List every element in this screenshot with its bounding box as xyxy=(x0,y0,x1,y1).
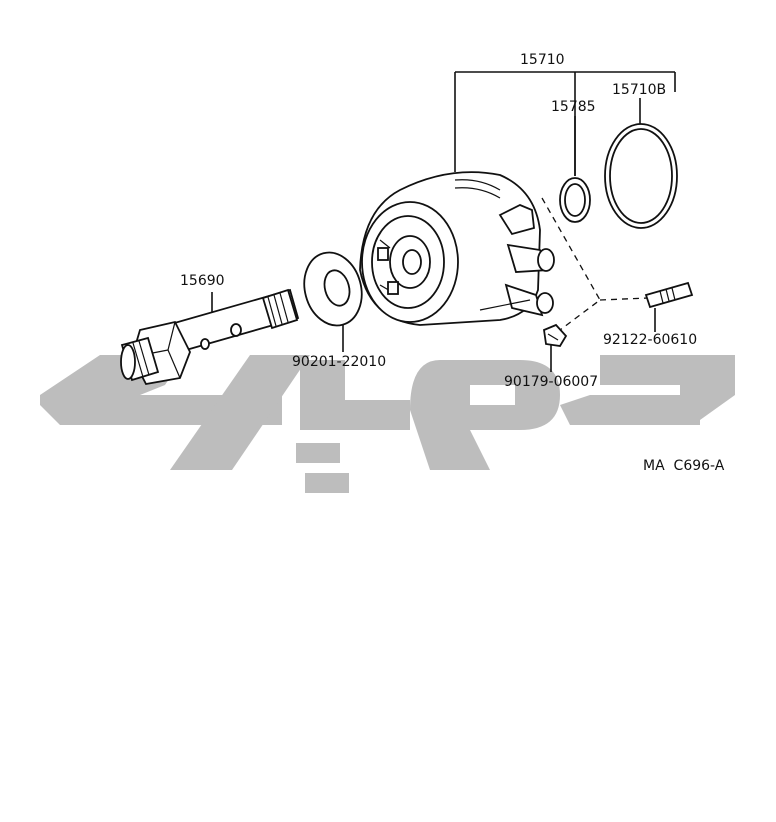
oil-cooler-part xyxy=(359,171,555,326)
assembly-label: 15710 xyxy=(520,52,565,68)
diagram-code-label: MA C696-A xyxy=(643,458,725,474)
plug-label: 90179-06007 xyxy=(504,374,598,390)
large-gasket-part xyxy=(604,123,678,229)
gasket-large-label: 15710B xyxy=(612,82,666,98)
washer-part xyxy=(303,251,363,327)
washer-label: 90201-22010 xyxy=(292,354,386,370)
leader-lines xyxy=(211,71,676,372)
union-bolt-part xyxy=(120,288,300,386)
union-bolt-label: 15690 xyxy=(180,273,225,289)
stud-part xyxy=(644,281,694,309)
watermark-logo xyxy=(40,355,735,493)
plug-part xyxy=(543,323,568,347)
gasket-small-label: 15785 xyxy=(551,99,596,115)
stud-label: 92122-60610 xyxy=(603,332,697,348)
small-gasket-part xyxy=(559,177,591,223)
